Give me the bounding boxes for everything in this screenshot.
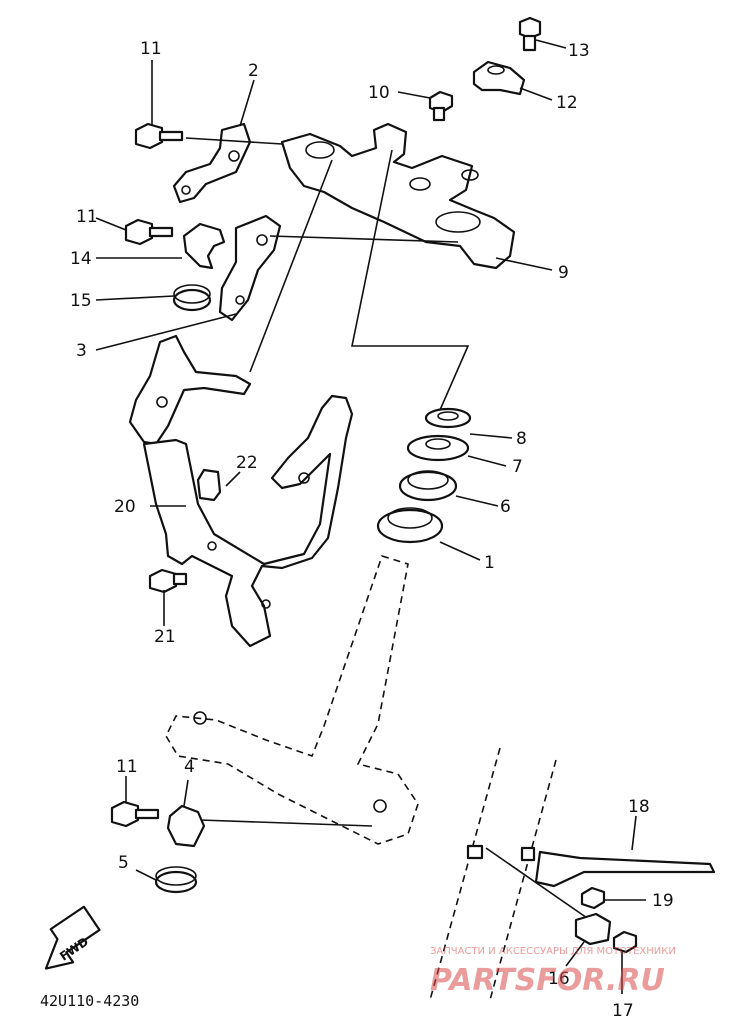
callout-19: 19: [652, 891, 674, 911]
drawing-code: 42U110-4230: [40, 992, 139, 1010]
callout-9: 9: [558, 263, 569, 283]
part-19-bolt: [580, 886, 606, 910]
part-13-bolt: [518, 16, 542, 52]
lower-bracket-outline: [165, 555, 419, 845]
part-5-grommet: [154, 866, 198, 894]
callout-17: 17: [612, 1001, 634, 1021]
callout-labels: 13 12 10 11 2 11 14 15 3 9 8 7 6 1 22 20…: [70, 39, 674, 1021]
part-16-clamp: [574, 912, 612, 946]
callout-4: 4: [184, 757, 195, 777]
callout-12: 12: [556, 93, 578, 113]
part-22-damper: [196, 468, 222, 502]
assembly-lines: [185, 137, 591, 921]
callout-5: 5: [118, 853, 129, 873]
callout-6: 6: [500, 497, 511, 517]
watermark-logo: PARTSFOR.RU: [430, 963, 665, 998]
callout-2: 2: [248, 61, 259, 81]
callout-14: 14: [70, 249, 92, 269]
fwd-arrow-icon: FWD: [44, 905, 101, 970]
callout-22: 22: [236, 453, 258, 473]
part-18-holder: [466, 844, 716, 888]
callout-11-bottom: 11: [116, 757, 138, 777]
watermark-tagline: ЗАПЧАСТИ И АКСЕССУАРЫ ДЛЯ МОТОТЕХНИКИ: [430, 946, 676, 957]
part-21-bolt: [148, 568, 188, 594]
callout-21: 21: [154, 627, 176, 647]
part-1-bearing-lower: [376, 507, 444, 544]
callout-3: 3: [76, 341, 87, 361]
part-15-grommet: [172, 284, 212, 312]
callout-7: 7: [512, 457, 523, 477]
fork-outline: [429, 747, 557, 1001]
callout-8: 8: [516, 429, 527, 449]
part-14-cable-guide: [182, 222, 226, 270]
part-20-stay: [128, 334, 354, 648]
part-9-upper-bracket: [280, 122, 516, 270]
part-4-cable-guide: [166, 804, 206, 848]
part-2-bracket: [172, 122, 252, 204]
callout-13: 13: [568, 41, 590, 61]
watermark: ЗАПЧАСТИ И АКСЕССУАРЫ ДЛЯ МОТОТЕХНИКИ PA…: [430, 946, 676, 998]
callout-18: 18: [628, 797, 650, 817]
callout-15: 15: [70, 291, 92, 311]
part-10-bolt: [428, 90, 454, 122]
part-17-nut: [612, 930, 638, 954]
part-6-bearing-upper: [398, 470, 458, 502]
part-12-handlebar-holder: [472, 60, 526, 96]
callout-11-middle: 11: [76, 207, 98, 227]
part-11-bolt-middle: [124, 218, 174, 246]
part-11-bolt-bottom: [110, 800, 160, 828]
callout-11-top: 11: [140, 39, 162, 59]
part-3-bracket: [218, 214, 282, 322]
callout-20: 20: [114, 497, 136, 517]
callout-16: 16: [548, 969, 570, 989]
leader-lines: [95, 39, 646, 994]
part-8-ring-nut: [424, 407, 472, 429]
callout-1: 1: [484, 553, 495, 573]
part-11-bolt-top: [134, 122, 184, 150]
part-7-washer: [406, 434, 470, 462]
callout-10: 10: [368, 83, 390, 103]
